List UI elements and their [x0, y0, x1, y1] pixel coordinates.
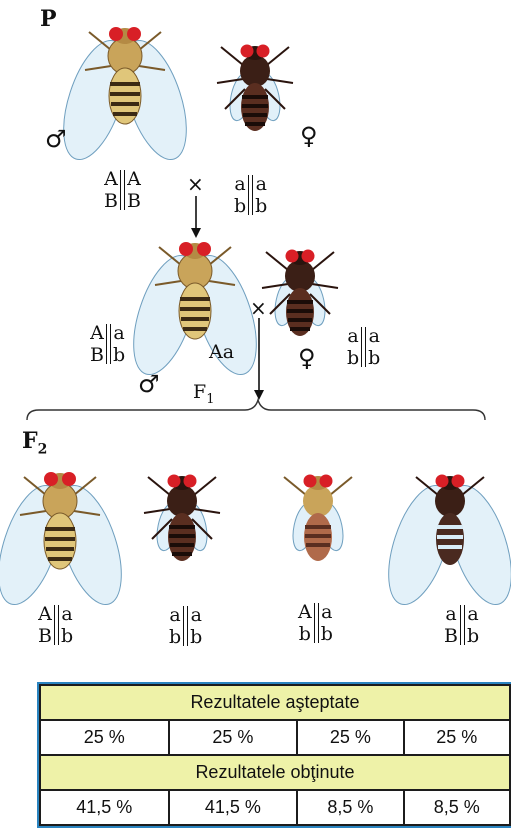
obtained-value: 41,5 % — [40, 790, 169, 825]
expected-header: Rezultatele aşteptate — [40, 685, 510, 720]
parent-male-fly — [125, 60, 126, 61]
arrow-f1-to-f2 — [251, 318, 267, 402]
cross-symbol-f1: × — [250, 296, 267, 320]
f2-fly-gray-short — [318, 505, 319, 506]
f1-male-symbol: ♂ — [138, 370, 160, 398]
f1-female-fly — [300, 280, 301, 281]
f2-fly-gray-long — [60, 505, 61, 506]
f1-male-extra-label: Aa — [209, 341, 234, 363]
f2-fly-black-short — [182, 505, 183, 506]
parent-female-fly — [255, 75, 256, 76]
cross-symbol-p: × — [187, 172, 204, 196]
expected-value: 25 % — [40, 720, 169, 755]
female-symbol: ♀ — [300, 122, 318, 150]
obtained-values-row: 41,5 % 41,5 % 8,5 % 8,5 % — [40, 790, 510, 825]
obtained-value: 8,5 % — [404, 790, 510, 825]
f2-fly-black-long — [450, 505, 451, 506]
obtained-value: 41,5 % — [169, 790, 298, 825]
expected-values-row: 25 % 25 % 25 % 25 % — [40, 720, 510, 755]
expected-header-row: Rezultatele aşteptate — [40, 685, 510, 720]
offspring-brace — [25, 398, 487, 422]
results-table: Rezultatele aşteptate 25 % 25 % 25 % 25 … — [39, 684, 511, 826]
arrow-p-to-f1 — [188, 196, 204, 240]
generation-p-label: P — [40, 8, 57, 30]
f1-female-symbol: ♀ — [298, 344, 316, 372]
f1-male-fly — [195, 275, 196, 276]
expected-value: 25 % — [169, 720, 298, 755]
obtained-value: 8,5 % — [297, 790, 403, 825]
male-symbol: ♂ — [45, 125, 67, 153]
generation-f2-label: F2 — [22, 430, 47, 460]
expected-value: 25 % — [404, 720, 510, 755]
obtained-header-row: Rezultatele obţinute — [40, 755, 510, 790]
expected-value: 25 % — [297, 720, 403, 755]
obtained-header: Rezultatele obţinute — [40, 755, 510, 790]
